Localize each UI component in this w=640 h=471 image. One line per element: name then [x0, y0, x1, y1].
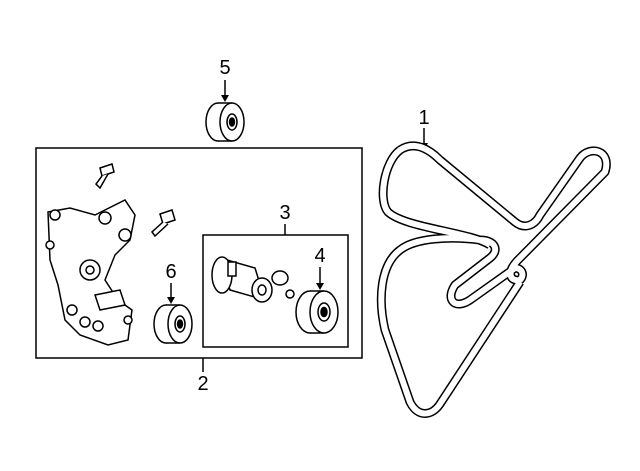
callout-1: 1 [418, 107, 430, 129]
idler-pulley [205, 102, 245, 142]
assembly-box [35, 147, 363, 359]
tensioner-bracket [45, 199, 136, 346]
bolt [95, 163, 115, 190]
bracket-pulley [153, 304, 193, 344]
tensioner-pulley [295, 290, 339, 334]
callout-4: 4 [314, 245, 326, 267]
tensioner-box [202, 234, 349, 348]
arrow-6 [167, 297, 175, 304]
serpentine-belt [376, 141, 611, 418]
callout-3: 3 [279, 202, 291, 224]
arrow-5 [221, 95, 229, 102]
arrow-4 [316, 283, 324, 290]
callout-6: 6 [165, 261, 177, 283]
callout-5: 5 [219, 57, 231, 79]
callout-2: 2 [197, 373, 209, 395]
tensioner [211, 256, 295, 303]
bolt [150, 209, 176, 238]
